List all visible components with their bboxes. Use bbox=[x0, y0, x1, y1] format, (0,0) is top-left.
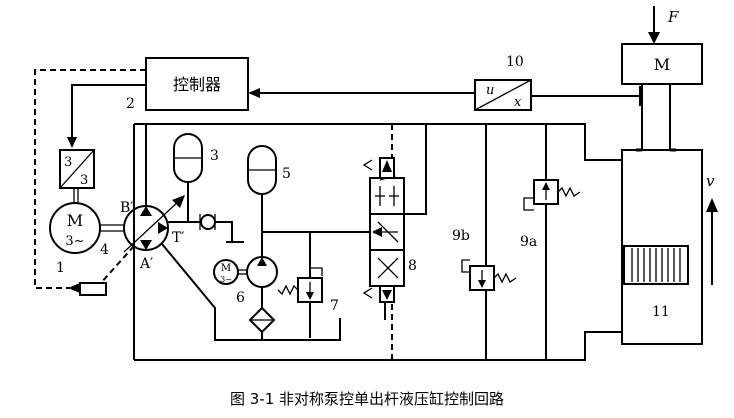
main-motor-label: M bbox=[67, 211, 83, 230]
accumulator-3 bbox=[173, 133, 203, 183]
load-motor: M bbox=[621, 43, 703, 85]
hydraulic-cylinder bbox=[621, 84, 703, 345]
frequency-converter: 3 3 bbox=[59, 149, 95, 204]
signal-lines bbox=[34, 69, 641, 289]
main-motor-sub: 3~ bbox=[65, 234, 84, 249]
small-motor-label: M bbox=[221, 263, 231, 274]
sensor-x-label: x bbox=[514, 95, 522, 110]
label-11: 11 bbox=[652, 304, 670, 320]
displacement-sensor: u x bbox=[474, 79, 532, 111]
load-motor-label: M bbox=[654, 55, 670, 74]
check-valve bbox=[199, 214, 216, 230]
main-motor: M 3~ bbox=[49, 202, 101, 254]
port-b-label: B′ bbox=[120, 200, 133, 216]
relief-valve-9a bbox=[523, 179, 581, 211]
label-6: 6 bbox=[236, 290, 245, 306]
sensor-u-label: u bbox=[486, 83, 494, 98]
port-a-label: A′ bbox=[139, 256, 153, 272]
relief-valve-7 bbox=[277, 267, 323, 303]
label-7: 7 bbox=[330, 298, 339, 314]
label-1: 1 bbox=[56, 260, 65, 276]
reservoir-tank bbox=[214, 318, 341, 341]
velocity-arrow: v bbox=[706, 172, 718, 285]
controller-box: 控制器 bbox=[145, 57, 249, 111]
piston-hatching bbox=[631, 248, 681, 282]
label-3: 3 bbox=[210, 148, 219, 164]
small-motor-sub: 3~ bbox=[220, 275, 232, 284]
port-t-label: T′ bbox=[172, 230, 185, 246]
hydraulic-lines bbox=[133, 123, 622, 361]
controller-label: 控制器 bbox=[173, 75, 221, 94]
shaft-coupling bbox=[100, 224, 124, 232]
label-2: 2 bbox=[126, 96, 135, 112]
directional-valve-8 bbox=[362, 157, 405, 303]
label-4: 4 bbox=[100, 242, 109, 258]
filter bbox=[248, 306, 276, 340]
label-5: 5 bbox=[282, 166, 291, 182]
small-motor: M 3~ bbox=[213, 259, 239, 285]
converter-bottom-label: 3 bbox=[80, 173, 88, 188]
label-8: 8 bbox=[408, 258, 417, 274]
converter-top-label: 3 bbox=[64, 155, 72, 170]
velocity-label: v bbox=[706, 172, 715, 190]
label-9b: 9b bbox=[452, 228, 470, 244]
label-10: 10 bbox=[506, 54, 524, 70]
force-arrow: F bbox=[648, 6, 679, 44]
angle-actuator bbox=[68, 282, 107, 296]
charge-pump bbox=[238, 256, 278, 288]
relief-valve-9b bbox=[461, 259, 517, 291]
force-label: F bbox=[667, 8, 679, 26]
accumulator-5 bbox=[247, 145, 277, 195]
label-9a: 9a bbox=[520, 234, 537, 250]
component-labels: B′ A′ T′ 1 2 3 4 5 6 7 8 9a 9b 10 11 bbox=[56, 54, 670, 320]
figure-caption: 图 3-1 非对称泵控单出杆液压缸控制回路 bbox=[230, 390, 504, 408]
